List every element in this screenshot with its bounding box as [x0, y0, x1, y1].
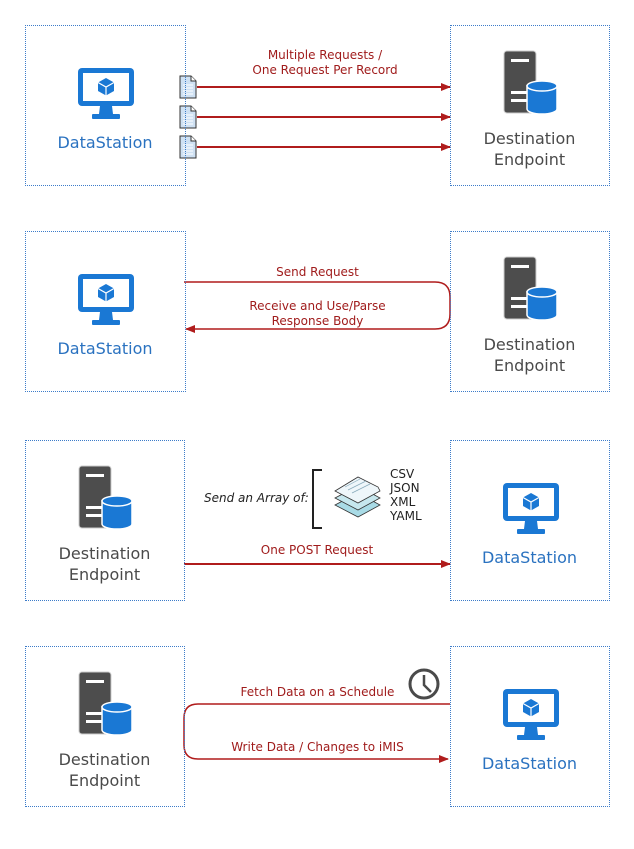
receive-label: Receive and Use/Parse Response Body — [200, 299, 435, 329]
endpoint-box-1: Destination Endpoint — [450, 25, 610, 186]
arrow-label-line: One Request Per Record — [252, 63, 398, 77]
send-request-label: Send Request — [276, 265, 359, 279]
datastation-label: DataStation — [481, 754, 578, 773]
server-database-icon — [501, 255, 561, 321]
write-label: Write Data / Changes to iMIS — [231, 740, 404, 754]
endpoint-label-line: Destination — [58, 544, 151, 563]
monitor-icon — [501, 481, 561, 537]
endpoint-label-line: Endpoint — [68, 565, 141, 584]
server-database-icon — [76, 464, 136, 530]
endpoint-label: Destination Endpoint — [26, 749, 183, 791]
server-database-icon — [501, 49, 561, 115]
server-database-icon — [76, 670, 136, 736]
endpoint-box-4: Destination Endpoint — [25, 646, 185, 807]
endpoint-box-3: Destination Endpoint — [25, 440, 185, 601]
arrow-label-line: Multiple Requests / — [267, 48, 383, 62]
datastation-box-1: DataStation — [25, 25, 186, 186]
receive-label-line: Receive and Use/Parse — [249, 299, 386, 313]
array-label: Send an Array of: — [204, 491, 309, 505]
endpoint-label-line: Endpoint — [68, 771, 141, 790]
format-item: YAML — [390, 509, 422, 523]
format-item: JSON — [390, 481, 420, 495]
monitor-icon — [501, 687, 561, 743]
endpoint-label-line: Destination — [483, 335, 576, 354]
endpoint-label: Destination Endpoint — [26, 543, 183, 585]
endpoint-box-2: Destination Endpoint — [450, 231, 610, 392]
datastation-label: DataStation — [57, 133, 153, 152]
post-request-label: One POST Request — [260, 543, 374, 557]
endpoint-label: Destination Endpoint — [451, 334, 608, 376]
datastation-box-4: DataStation — [450, 646, 610, 807]
endpoint-label-line: Destination — [483, 129, 576, 148]
bracket — [312, 469, 322, 529]
endpoint-label: Destination Endpoint — [451, 128, 608, 170]
endpoint-label-line: Endpoint — [493, 356, 566, 375]
endpoint-label-line: Destination — [58, 750, 151, 769]
stacked-files-icon — [334, 476, 381, 518]
datastation-box-2: DataStation — [25, 231, 186, 392]
format-item: XML — [390, 495, 416, 509]
datastation-box-3: DataStation — [450, 440, 610, 601]
format-item: CSV — [390, 467, 415, 481]
datastation-label: DataStation — [57, 339, 153, 358]
receive-label-line: Response Body — [271, 314, 364, 328]
monitor-icon — [76, 272, 136, 328]
endpoint-label-line: Endpoint — [493, 150, 566, 169]
datastation-label: DataStation — [481, 548, 578, 567]
arrow-label: Multiple Requests / One Request Per Reco… — [200, 48, 450, 78]
monitor-icon — [76, 66, 136, 122]
clock-icon — [408, 668, 440, 700]
fetch-label: Fetch Data on a Schedule — [240, 685, 395, 699]
format-list: CSV JSON XML YAML — [390, 467, 422, 523]
